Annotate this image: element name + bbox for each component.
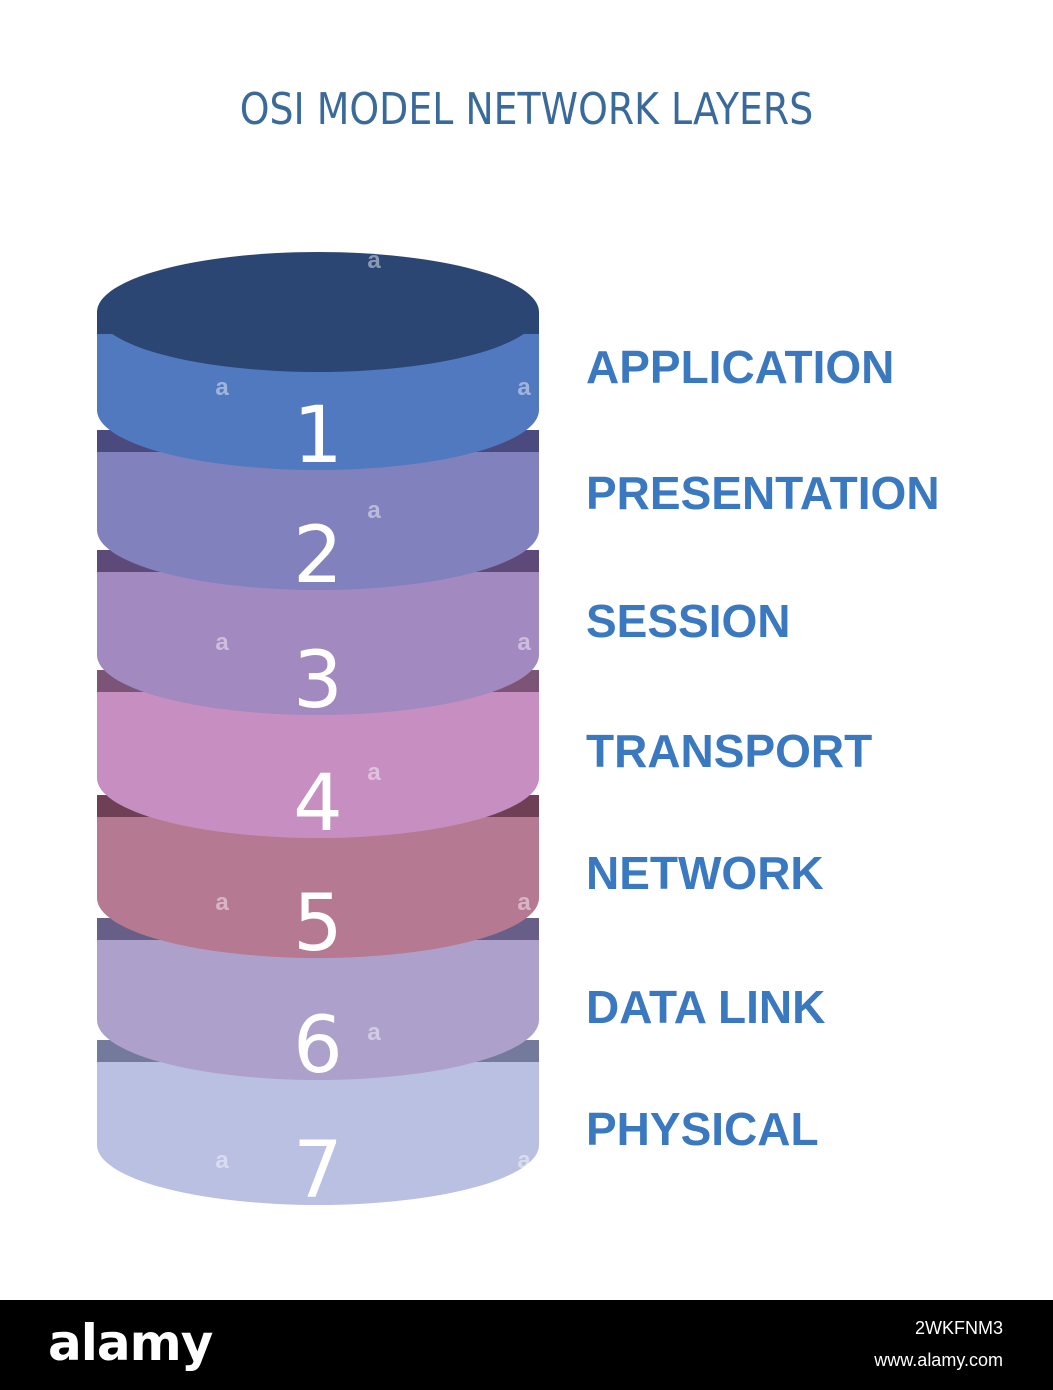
layer-2-number: 2: [293, 511, 343, 601]
layer-4-number: 4: [293, 759, 343, 849]
watermark-mark: a: [517, 1147, 531, 1174]
layer-3-number: 3: [293, 636, 343, 726]
layer-4-label: TRANSPORT: [586, 725, 873, 777]
layer-5-number: 5: [293, 879, 343, 969]
layer-7-number: 7: [293, 1126, 343, 1216]
layer-2-side: [97, 452, 539, 590]
layer-3-side: [97, 572, 539, 715]
watermark-mark: a: [367, 1019, 381, 1046]
diagram-title: OSI MODEL NETWORK LAYERS: [239, 84, 814, 135]
layer-7-label: PHYSICAL: [586, 1103, 819, 1155]
layer-3-label: SESSION: [586, 595, 791, 647]
layer-4-side: [97, 692, 539, 838]
layer-2-label: PRESENTATION: [586, 467, 940, 519]
layer-5-label: NETWORK: [586, 847, 824, 899]
layer-6-side: [97, 940, 539, 1080]
watermark-mark: a: [215, 1147, 229, 1174]
watermark-mark: a: [517, 629, 531, 656]
layer-6-label: DATA LINK: [586, 981, 826, 1033]
watermark-mark: a: [367, 247, 381, 274]
watermark-mark: a: [367, 759, 381, 786]
alamy-logo: alamy: [48, 1314, 213, 1372]
watermark-mark: a: [215, 374, 229, 401]
layer-6-number: 6: [293, 1001, 343, 1091]
footer-url: www.alamy.com: [874, 1350, 1003, 1370]
watermark-mark: a: [367, 497, 381, 524]
layer-7-side: [97, 1062, 539, 1205]
watermark-mark: a: [517, 374, 531, 401]
layer-1-number: 1: [293, 391, 343, 481]
watermark-mark: a: [215, 629, 229, 656]
layer-1-side: [97, 334, 539, 470]
layer-5-side: [97, 817, 539, 958]
footer-bar: alamy 2WKFNM3 www.alamy.com: [0, 1300, 1053, 1390]
image-id: 2WKFNM3: [914, 1318, 1003, 1338]
layer-1-label: APPLICATION: [586, 341, 895, 393]
cylinder-top-cap: [97, 252, 539, 372]
watermark-mark: a: [215, 889, 229, 916]
watermark-mark: a: [517, 889, 531, 916]
